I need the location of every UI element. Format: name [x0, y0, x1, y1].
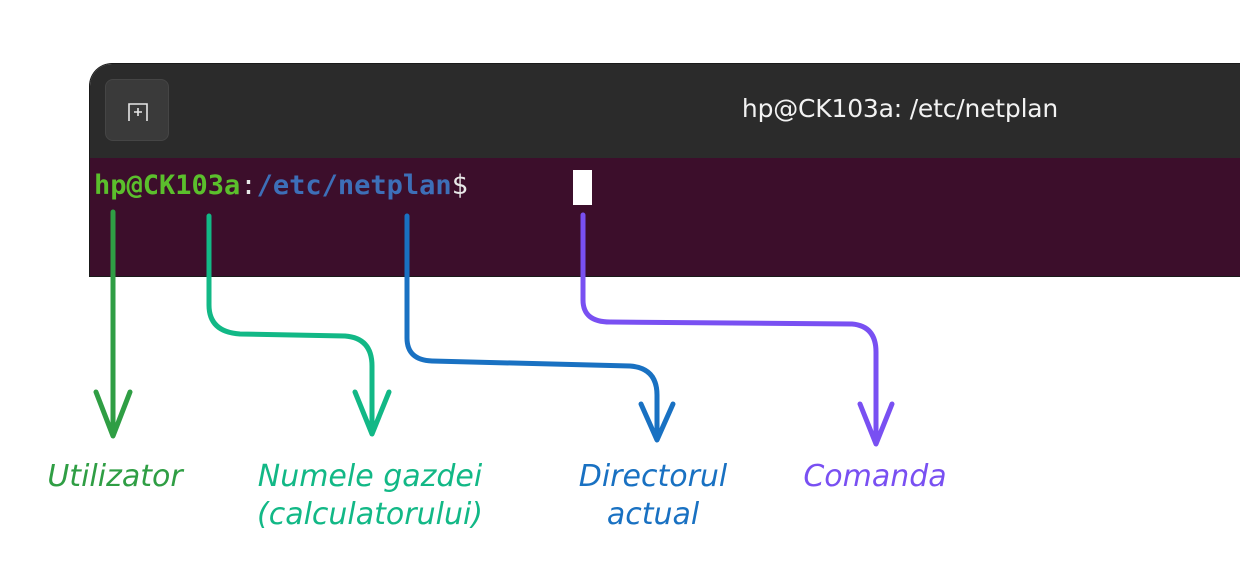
label-host-line2: (calculatorului): [257, 497, 483, 532]
prompt-line: hp@CK103a:/etc/netplan$: [94, 168, 468, 204]
terminal-window: hp@CK103a: /etc/netplan hp@CK103a:/etc/n…: [90, 64, 1240, 276]
prompt-user-host: hp@CK103a: [94, 170, 241, 201]
prompt-directory: /etc/netplan: [256, 170, 452, 201]
terminal-body[interactable]: hp@CK103a:/etc/netplan$: [90, 158, 1240, 276]
terminal-titlebar: hp@CK103a: /etc/netplan: [90, 64, 1240, 158]
new-tab-icon: [128, 103, 148, 121]
label-directory-line2: actual: [606, 497, 700, 532]
arrow-directory: [404, 213, 676, 443]
label-host: Numele gazdei (calculatorului): [225, 458, 515, 534]
label-utilizator: Utilizator: [47, 459, 183, 494]
arrow-host: [206, 213, 392, 437]
label-directory-line1: Directorul: [578, 459, 728, 494]
arrow-user: [93, 209, 133, 439]
window-title: hp@CK103a: /etc/netplan: [741, 94, 1059, 123]
label-comanda: Comanda: [803, 459, 947, 494]
label-directory: Directorul actual: [548, 458, 758, 534]
arrow-command: [580, 212, 895, 447]
prompt-dollar: $: [451, 170, 468, 201]
prompt-colon: :: [240, 170, 257, 201]
text-cursor: [573, 170, 592, 205]
new-tab-button[interactable]: [105, 79, 169, 141]
label-host-line1: Numele gazdei: [257, 459, 483, 494]
